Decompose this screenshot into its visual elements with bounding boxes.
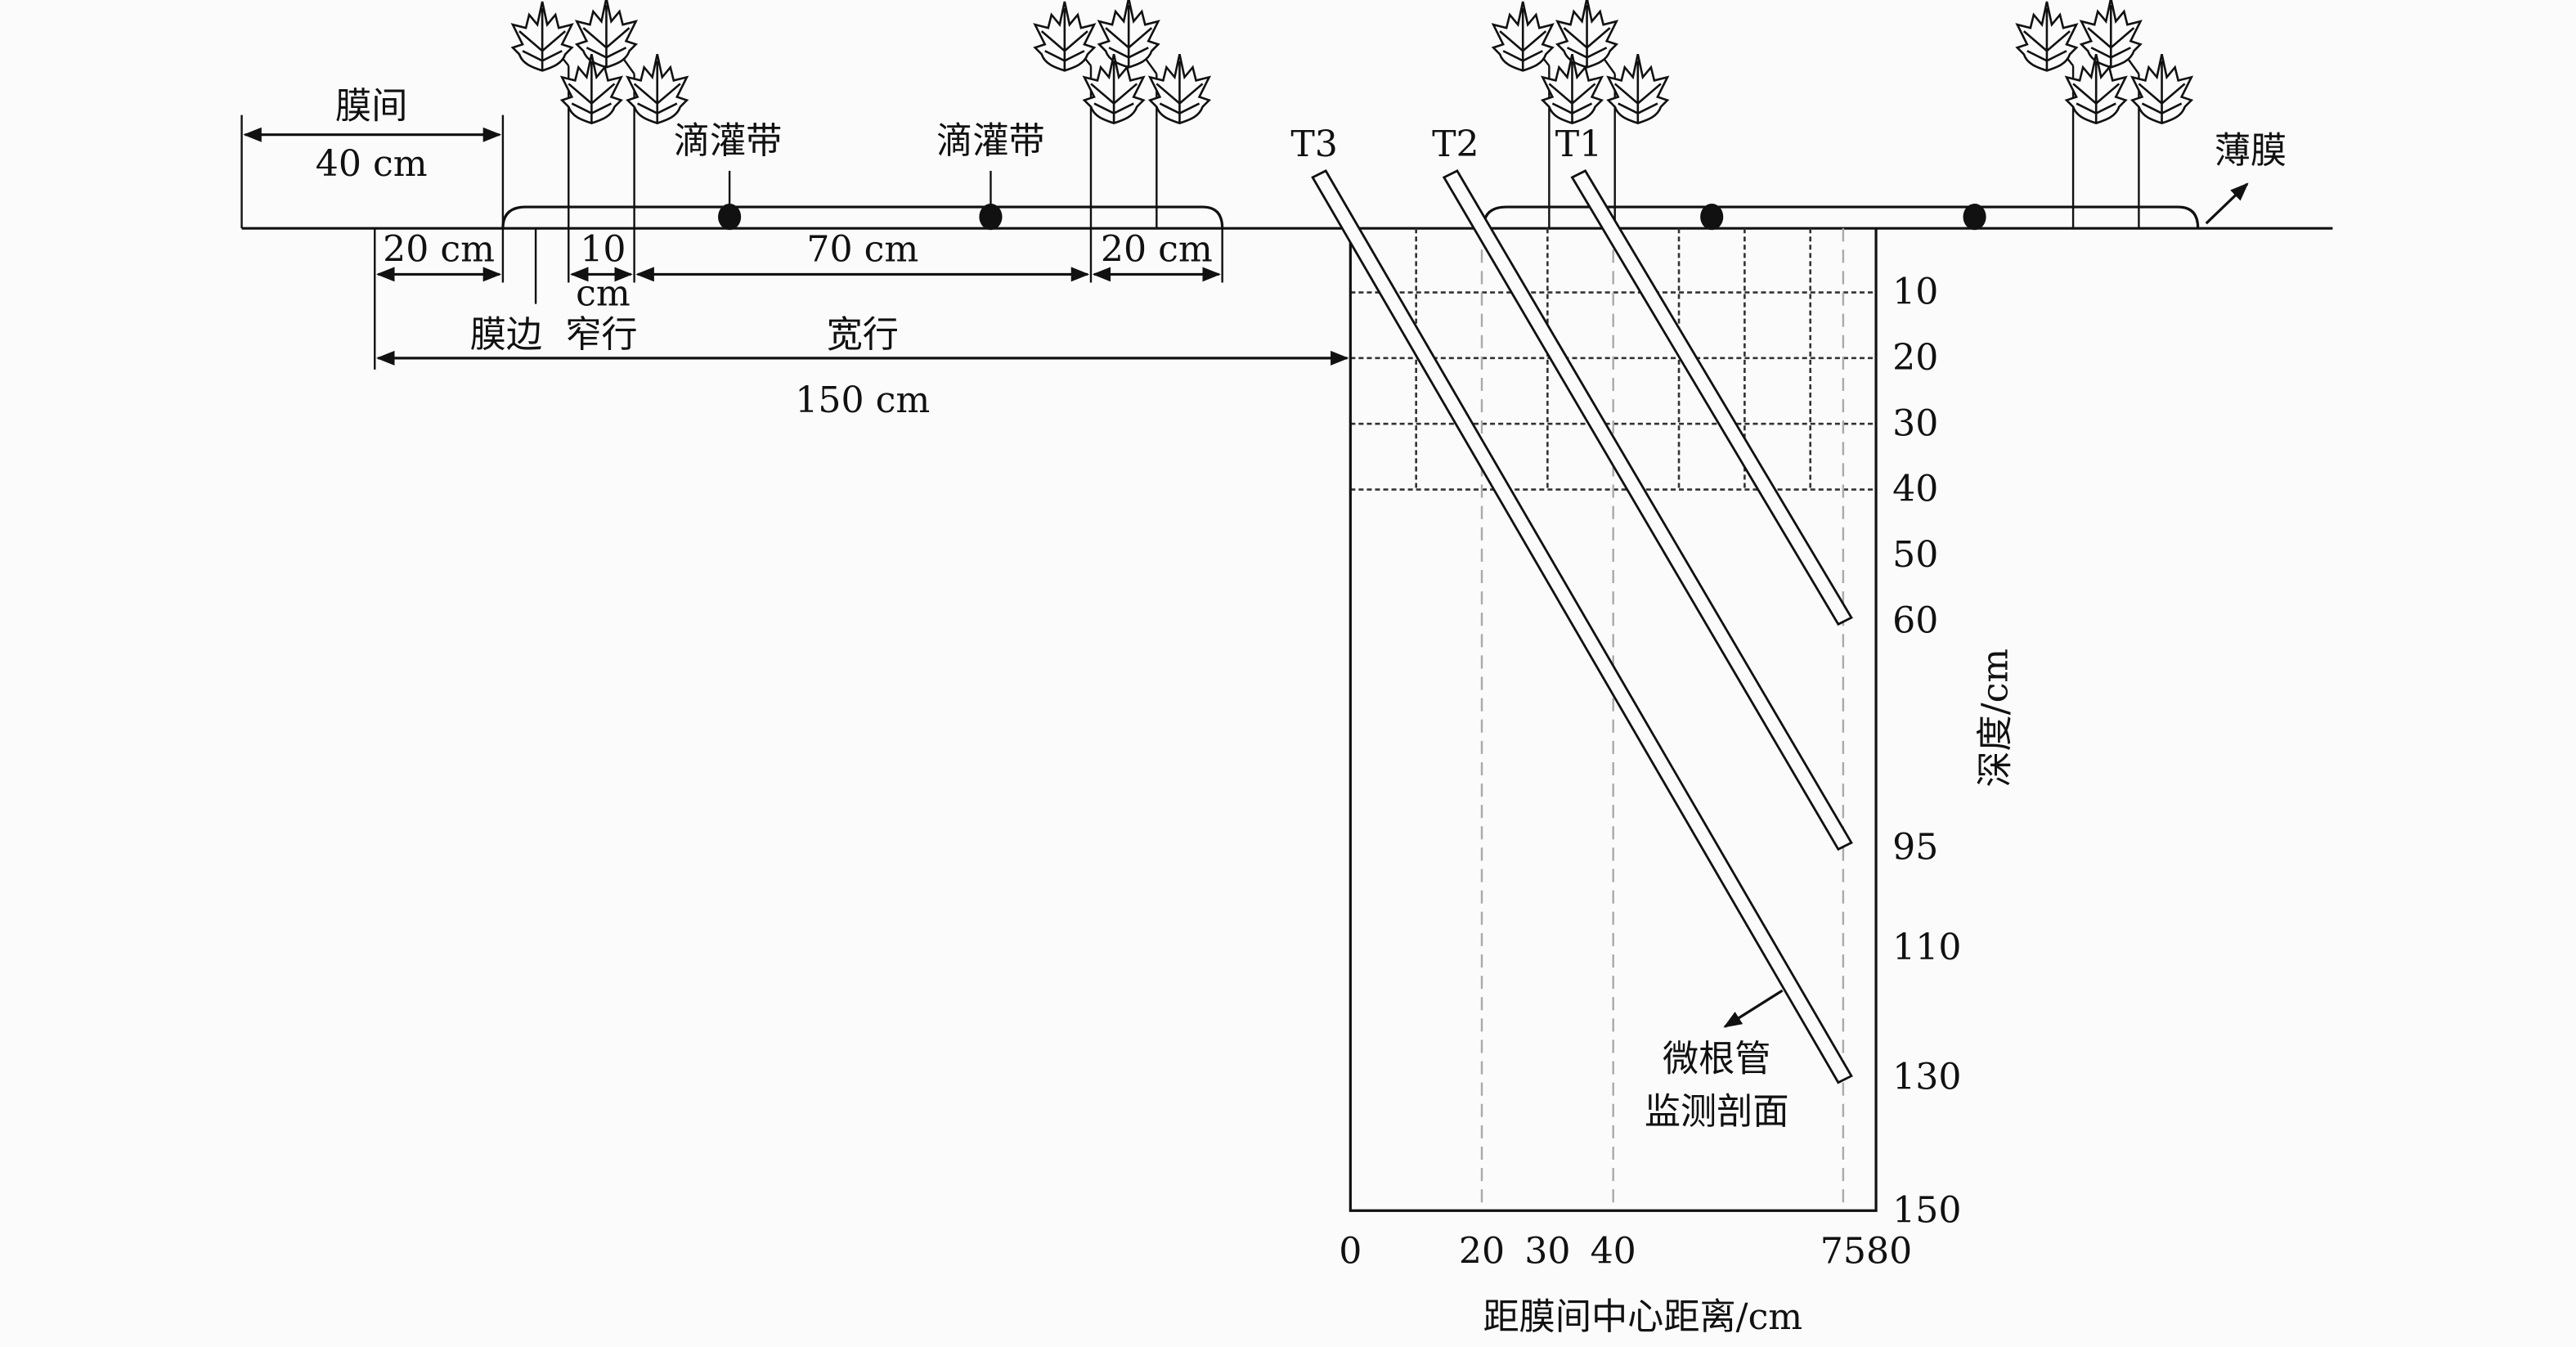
plastic-film-left bbox=[501, 205, 1224, 229]
x-tick: 80 bbox=[1866, 1231, 1912, 1273]
x-tick: 30 bbox=[1524, 1231, 1570, 1273]
inter-film-width: 40 cm bbox=[316, 143, 428, 185]
narrow-row-dimension: 10 bbox=[580, 228, 626, 270]
y-tick: 40 bbox=[1892, 469, 1938, 510]
leaf-icon bbox=[626, 52, 689, 124]
edge-dimension: 20 cm bbox=[383, 228, 495, 270]
drip-tape-label: 滴灌带 bbox=[674, 120, 783, 162]
tube-t3-label: T3 bbox=[1290, 123, 1338, 165]
minirhizotron-label: 微根管 bbox=[1663, 1039, 1771, 1080]
leaf-icon bbox=[511, 0, 573, 72]
y-tick: 95 bbox=[1892, 826, 1938, 868]
y-tick: 10 bbox=[1892, 272, 1938, 313]
tube-t1-label: T1 bbox=[1555, 123, 1603, 165]
y-tick: 150 bbox=[1892, 1189, 1961, 1231]
edge-right-dimension: 20 cm bbox=[1101, 228, 1213, 270]
tube-t1 bbox=[1570, 169, 1853, 626]
monitoring-profile-label: 监测剖面 bbox=[1645, 1091, 1789, 1133]
x-tick: 40 bbox=[1591, 1231, 1636, 1273]
total-width-label: 150 cm bbox=[795, 379, 930, 421]
tube-t3 bbox=[1311, 169, 1853, 1084]
y-tick: 20 bbox=[1892, 337, 1938, 379]
narrow-row-label: 窄行 bbox=[565, 314, 637, 356]
profile-grid bbox=[1350, 228, 1877, 1211]
y-axis-label: 深度/cm bbox=[1975, 649, 2017, 788]
y-tick: 60 bbox=[1892, 599, 1938, 641]
x-tick: 0 bbox=[1339, 1231, 1362, 1273]
x-tick: 75 bbox=[1820, 1231, 1866, 1273]
narrow-row-unit: cm bbox=[576, 273, 631, 315]
plastic-film-right bbox=[1482, 205, 2200, 229]
y-tick: 30 bbox=[1892, 402, 1938, 444]
row-dimensions bbox=[374, 228, 1349, 370]
wide-row-dimension: 70 cm bbox=[806, 228, 918, 270]
tube-t2 bbox=[1442, 169, 1853, 851]
inter-film-label: 膜间 bbox=[335, 86, 407, 128]
x-axis-ticks: 0 20 30 40 75 80 bbox=[1339, 1231, 1912, 1273]
y-tick: 110 bbox=[1892, 927, 1961, 968]
x-axis-label: 距膜间中心距离/cm bbox=[1483, 1296, 1802, 1338]
x-tick: 20 bbox=[1459, 1231, 1505, 1273]
cotton-plants bbox=[511, 0, 2192, 228]
y-tick: 130 bbox=[1892, 1057, 1961, 1098]
leaf-icon bbox=[575, 0, 637, 69]
wide-row-label: 宽行 bbox=[827, 314, 899, 356]
drip-tape-label: 滴灌带 bbox=[936, 120, 1045, 162]
film-edge-label: 膜边 bbox=[470, 314, 542, 356]
drip-tapes bbox=[718, 170, 1986, 231]
profile-box bbox=[1349, 228, 1878, 1212]
y-axis-ticks: 10 20 30 40 50 60 95 110 130 150 bbox=[1892, 272, 1961, 1232]
film-label: 薄膜 bbox=[2215, 130, 2287, 172]
tube-t2-label: T2 bbox=[1432, 123, 1479, 165]
y-tick: 50 bbox=[1892, 534, 1938, 576]
